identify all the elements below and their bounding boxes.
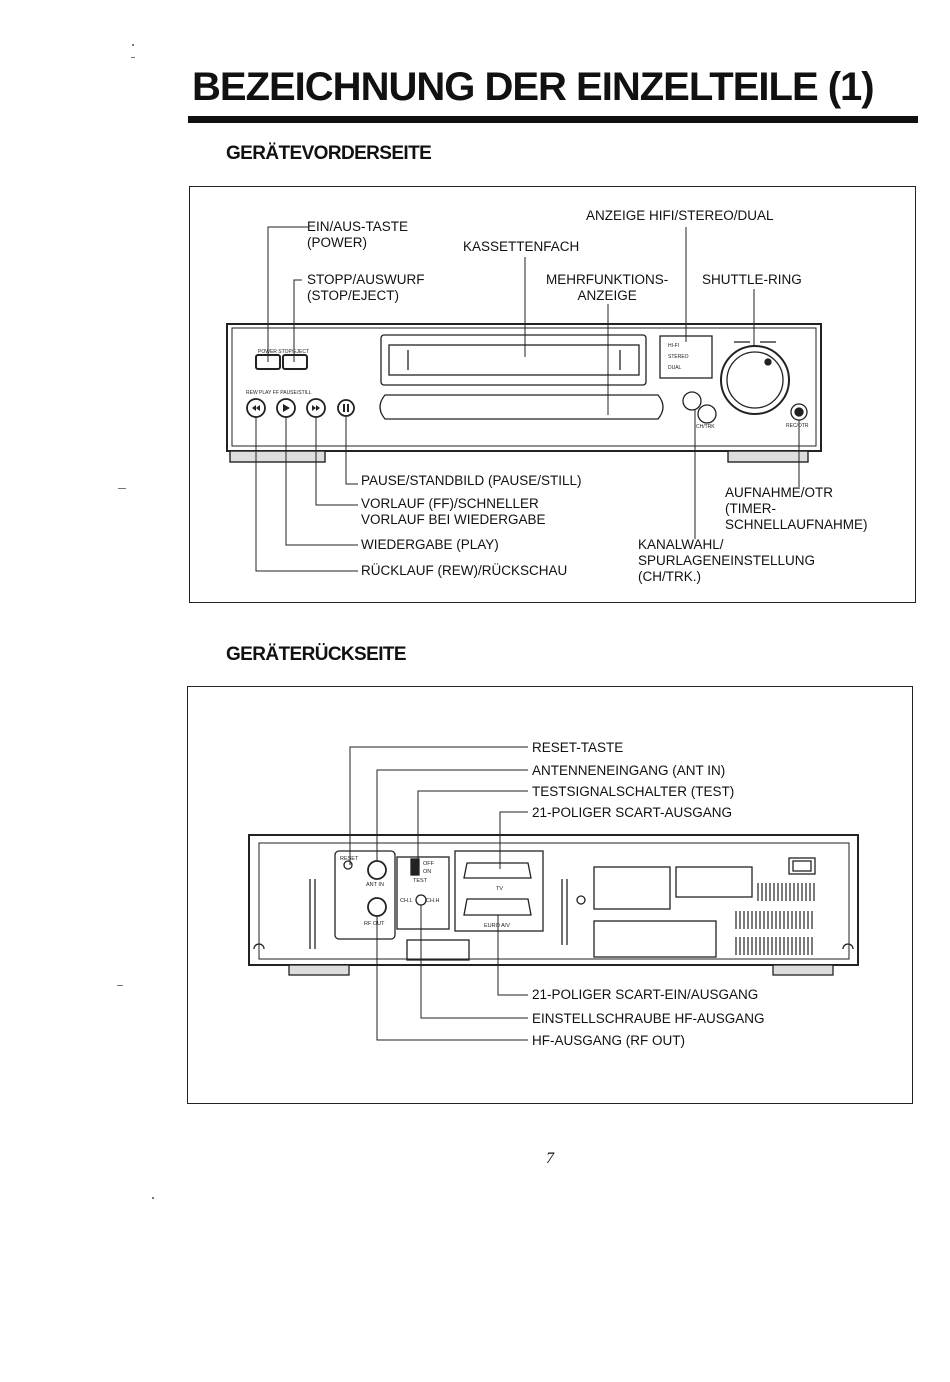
label-test: TESTSIGNALSCHALTER (TEST)	[532, 784, 735, 799]
device-dual-label: DUAL	[668, 365, 682, 371]
title-rule	[188, 116, 918, 123]
label-rew: RÜCKLAUF (REW)/RÜCKSCHAU	[361, 563, 568, 578]
label-scart-inout: 21-POLIGER SCART-EIN/AUSGANG	[532, 987, 759, 1002]
label-channel: KANALWAHL/SPURLAGENEINSTELLUNG(CH/TRK.)	[638, 537, 816, 584]
device-transport-label: REW PLAY FF PAUSE/STILL	[246, 390, 312, 396]
device-off-label: OFF	[423, 861, 435, 867]
device-test-label: TEST	[413, 878, 428, 884]
label-rf-out: HF-AUSGANG (RF OUT)	[532, 1033, 685, 1048]
label-power: EIN/AUS-TASTE(POWER)	[307, 219, 409, 250]
front-panel: POWER STOP/EJECT REW PLAY FF PAUSE/STILL…	[189, 186, 916, 603]
rear-section-title: GERÄTERÜCKSEITE	[226, 644, 407, 665]
device-hifi-label: HI-FI	[668, 343, 679, 349]
page-number: 7	[546, 1150, 554, 1167]
vent-slots	[735, 883, 815, 955]
device-recotr-label: REC/OTR	[786, 423, 809, 429]
device-power-stop-label: POWER STOP/EJECT	[258, 349, 309, 355]
label-rf-screw: EINSTELLSCHRAUBE HF-AUSGANG	[532, 1011, 765, 1026]
label-multi-display: MEHRFUNKTIONS-ANZEIGE	[546, 272, 669, 303]
label-cassette: KASSETTENFACH	[463, 239, 580, 254]
device-stereo-label: STEREO	[668, 354, 689, 360]
scan-speck	[118, 488, 126, 489]
scan-speck	[131, 57, 135, 58]
label-shuttle: SHUTTLE-RING	[702, 272, 802, 287]
device-euro-av-label: EURO A/V	[484, 923, 510, 929]
rear-vcr-drawing: RESET ANT IN RF OUT OFF ON TEST TV EURO …	[248, 746, 859, 1041]
device-on-label: ON	[423, 869, 431, 875]
device-chtrk-label: CH/TRK	[696, 424, 715, 430]
label-pause: PAUSE/STANDBILD (PAUSE/STILL)	[361, 473, 582, 488]
label-ant-in: ANTENNENEINGANG (ANT IN)	[532, 763, 726, 778]
device-ch-high-label: CH.H	[426, 898, 439, 904]
scan-speck	[117, 985, 123, 986]
label-reset: RESET-TASTE	[532, 740, 624, 755]
label-hifi-display: ANZEIGE HIFI/STEREO/DUAL	[586, 208, 774, 223]
label-stop-eject: STOPP/AUSWURF(STOP/EJECT)	[307, 272, 425, 303]
device-ch-low-label: CH.L	[400, 898, 413, 904]
device-reset-label: RESET	[340, 856, 359, 862]
rear-panel: RESET ANT IN RF OUT OFF ON TEST TV EURO …	[187, 686, 913, 1104]
page-title: BEZEICHNUNG DER EINZELTEILE (1)	[192, 65, 875, 109]
scan-speck	[152, 1197, 154, 1199]
label-play: WIEDERGABE (PLAY)	[361, 537, 499, 552]
front-vcr-drawing: POWER STOP/EJECT REW PLAY FF PAUSE/STILL…	[226, 226, 822, 572]
label-record: AUFNAHME/OTR(TIMER-SCHNELLAUFNAHME)	[725, 485, 868, 532]
device-ant-in-label: ANT IN	[366, 882, 384, 888]
device-tv-label: TV	[496, 886, 503, 892]
device-rf-out-label: RF OUT	[364, 921, 385, 927]
label-scart-out: 21-POLIGER SCART-AUSGANG	[532, 805, 733, 820]
front-section-title: GERÄTEVORDERSEITE	[226, 143, 432, 164]
scan-speck	[132, 44, 134, 46]
